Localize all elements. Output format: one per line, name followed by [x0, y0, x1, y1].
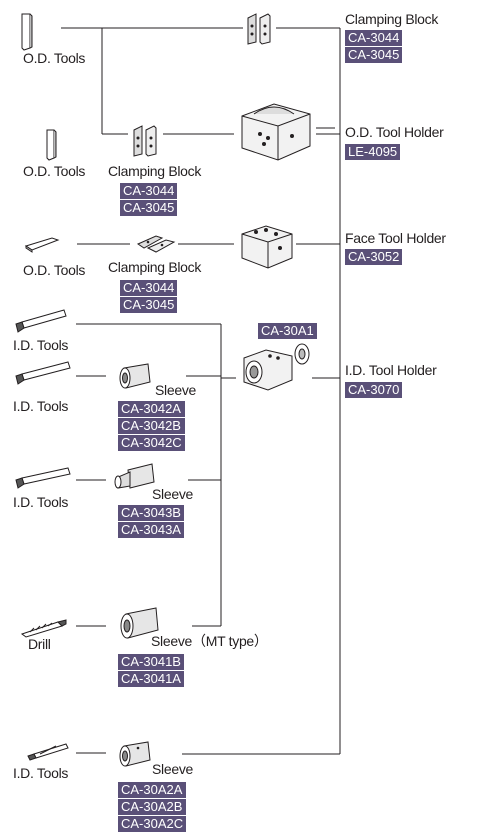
part-code: LE-4095 [345, 144, 400, 160]
od-tools-label: O.D. Tools [23, 262, 85, 278]
adapter-code: CA-30A1 [258, 323, 317, 339]
drill-label: Drill [28, 636, 51, 652]
boring-bar-icon [12, 308, 70, 334]
part-code: CA-3041A [118, 671, 184, 687]
drill-icon [18, 618, 70, 638]
id-tools-label: I.D. Tools [13, 765, 68, 781]
sleeve-icon [114, 740, 154, 768]
part-code: CA-3044 [120, 183, 177, 199]
part-code: CA-3042C [118, 435, 185, 451]
od-tool-holder-icon [234, 96, 316, 166]
od-tool-holder-codes: LE-4095 [345, 144, 400, 160]
part-code: CA-30A2A [118, 782, 186, 798]
part-code: CA-3045 [120, 297, 177, 313]
face-tool-holder-icon [236, 218, 296, 272]
part-code: CA-3052 [345, 249, 402, 265]
face-tool-holder-codes: CA-3052 [345, 249, 402, 265]
clamping-block-icon [130, 124, 162, 158]
part-code: CA-3043A [118, 522, 184, 538]
clamping-block-icon [244, 12, 276, 46]
part-code: CA-3041B [118, 654, 184, 670]
sleeve-codes: CA-3042A CA-3042B CA-3042C [118, 401, 185, 451]
part-code: CA-30A2B [118, 799, 186, 815]
id-tools-label: I.D. Tools [13, 398, 68, 414]
id-tools-label: I.D. Tools [13, 494, 68, 510]
clamping-block-codes: CA-3044 CA-3045 [120, 183, 177, 216]
sleeve-label: Sleeve（MT type） [151, 633, 268, 649]
od-tool-holder-label: O.D. Tool Holder [345, 124, 443, 140]
sleeve-icon [116, 362, 154, 390]
part-code: CA-3045 [345, 47, 402, 63]
sleeve-label: Sleeve [152, 761, 193, 777]
od-tools-label: O.D. Tools [23, 163, 85, 179]
od-tools-label: O.D. Tools [23, 50, 85, 66]
clamping-block-label: Clamping Block [345, 11, 438, 27]
boring-bar-icon [12, 360, 74, 386]
part-code: CA-30A1 [258, 323, 317, 339]
part-code: CA-3044 [120, 280, 177, 296]
sleeve-codes: CA-3041B CA-3041A [118, 654, 184, 687]
id-tools-label: I.D. Tools [13, 337, 68, 353]
face-tool-holder-label: Face Tool Holder [345, 230, 446, 246]
part-code: CA-3042A [118, 401, 185, 417]
part-code: CA-3042B [118, 418, 185, 434]
part-code: CA-3070 [345, 382, 402, 398]
clamping-block-label: Clamping Block [108, 259, 201, 275]
part-code: CA-3043B [118, 505, 184, 521]
sleeve-codes: CA-3043B CA-3043A [118, 505, 184, 538]
od-tool-icon [44, 128, 60, 162]
boring-bar-icon [12, 466, 74, 490]
boring-bar-icon [26, 740, 74, 762]
od-tool-icon [18, 12, 36, 52]
part-code: CA-30A2C [118, 816, 186, 832]
clamping-block-icon [134, 232, 178, 254]
od-tool-icon [22, 236, 62, 254]
clamping-block-label: Clamping Block [108, 163, 201, 179]
sleeve-label: Sleeve [152, 486, 193, 502]
id-tool-holder-codes: CA-3070 [345, 382, 402, 398]
clamping-block-codes: CA-3044 CA-3045 [345, 30, 402, 63]
id-tool-holder-icon [236, 338, 312, 396]
id-tool-holder-label: I.D. Tool Holder [345, 362, 436, 378]
sleeve-codes: CA-30A2A CA-30A2B CA-30A2C [118, 782, 186, 832]
part-code: CA-3045 [120, 200, 177, 216]
clamping-block-codes: CA-3044 CA-3045 [120, 280, 177, 313]
part-code: CA-3044 [345, 30, 402, 46]
sleeve-label: Sleeve [155, 382, 196, 398]
